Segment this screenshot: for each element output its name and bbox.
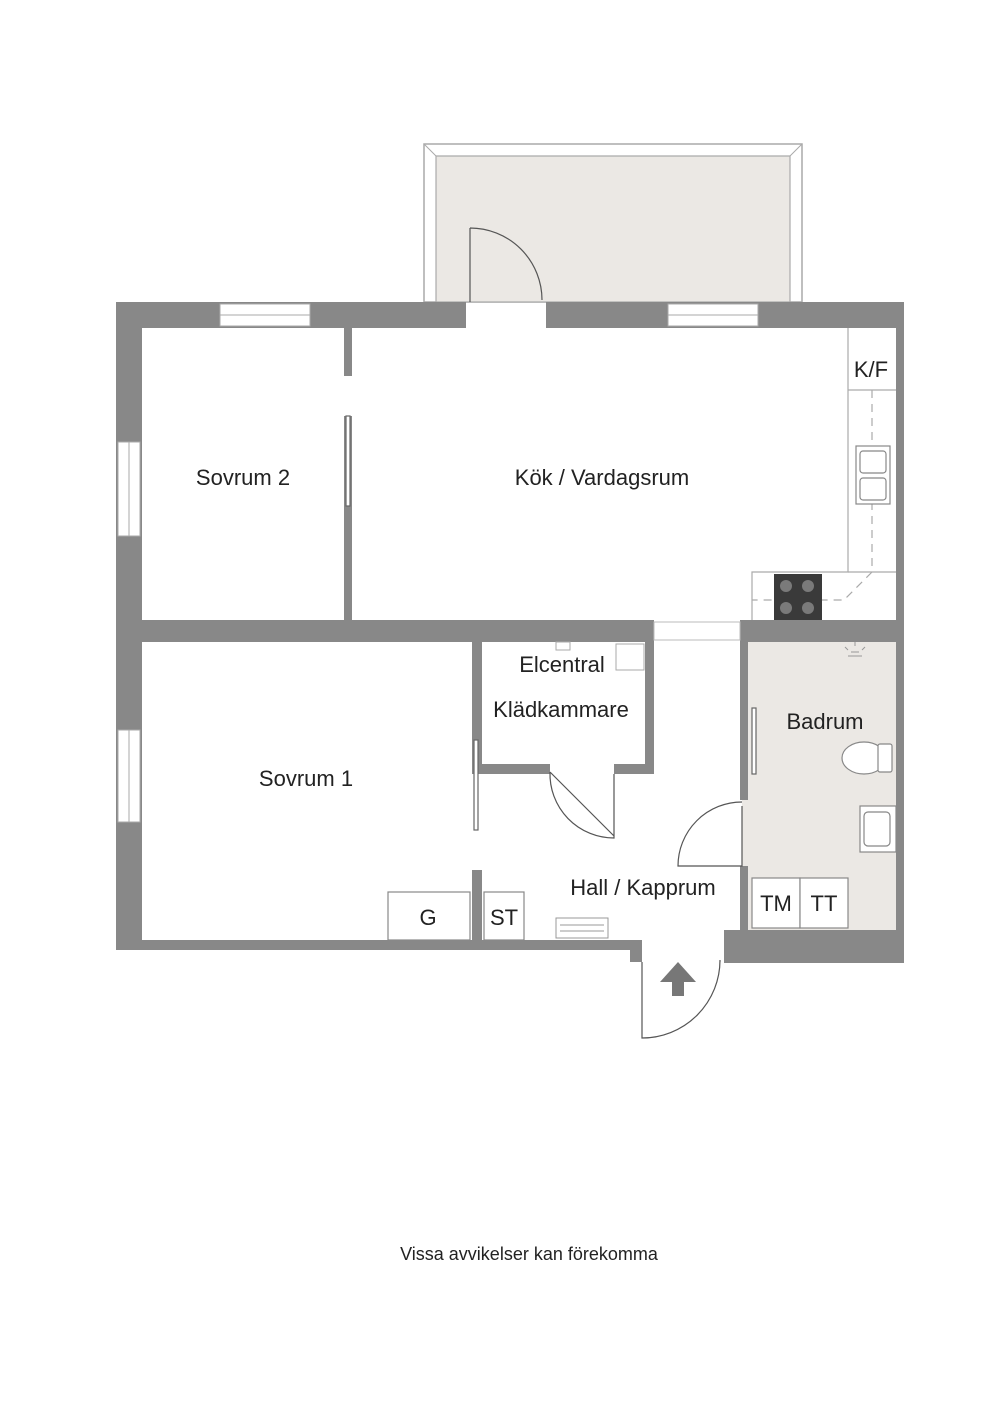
elcentral-box	[555, 641, 645, 671]
doors	[469, 227, 743, 1039]
toilet-icon	[841, 741, 893, 775]
appliance-boxes	[387, 877, 849, 941]
room-label-kok: Kök / Vardagsrum	[515, 465, 689, 490]
room-label-hall: Hall / Kapprum	[570, 875, 716, 900]
washbasin-icon	[859, 805, 897, 853]
fixture-label-tm: TM	[760, 891, 792, 916]
entrance-door	[641, 959, 721, 1039]
room-label-sovrum1: Sovrum 1	[259, 766, 353, 791]
fixture-label-g: G	[419, 905, 436, 930]
sink-icon	[855, 445, 891, 505]
badrum-door	[677, 801, 743, 867]
stove-burners	[780, 580, 814, 614]
fixture-label-tt: TT	[811, 891, 838, 916]
entrance-arrow-icon	[660, 962, 696, 996]
room-label-kladkammare: Klädkammare	[493, 697, 629, 722]
hall-kitchen-opening	[653, 621, 741, 641]
sliding-doors	[345, 415, 757, 831]
kladkammare-door	[549, 771, 615, 839]
balcony-door	[469, 227, 543, 302]
fixture-label-st: ST	[490, 905, 518, 930]
windows	[117, 303, 759, 823]
room-label-sovrum2: Sovrum 2	[196, 465, 290, 490]
room-label-badrum: Badrum	[786, 709, 863, 734]
stove-icon	[774, 574, 822, 620]
disclaimer-note: Vissa avvikelser kan förekomma	[400, 1244, 659, 1264]
shoe-rack	[555, 917, 609, 939]
fixture-label-kf: K/F	[854, 357, 888, 382]
interior-walls	[142, 328, 896, 942]
shower-icon	[844, 642, 866, 657]
balcony	[423, 143, 803, 303]
room-label-elcentral: Elcentral	[519, 652, 605, 677]
